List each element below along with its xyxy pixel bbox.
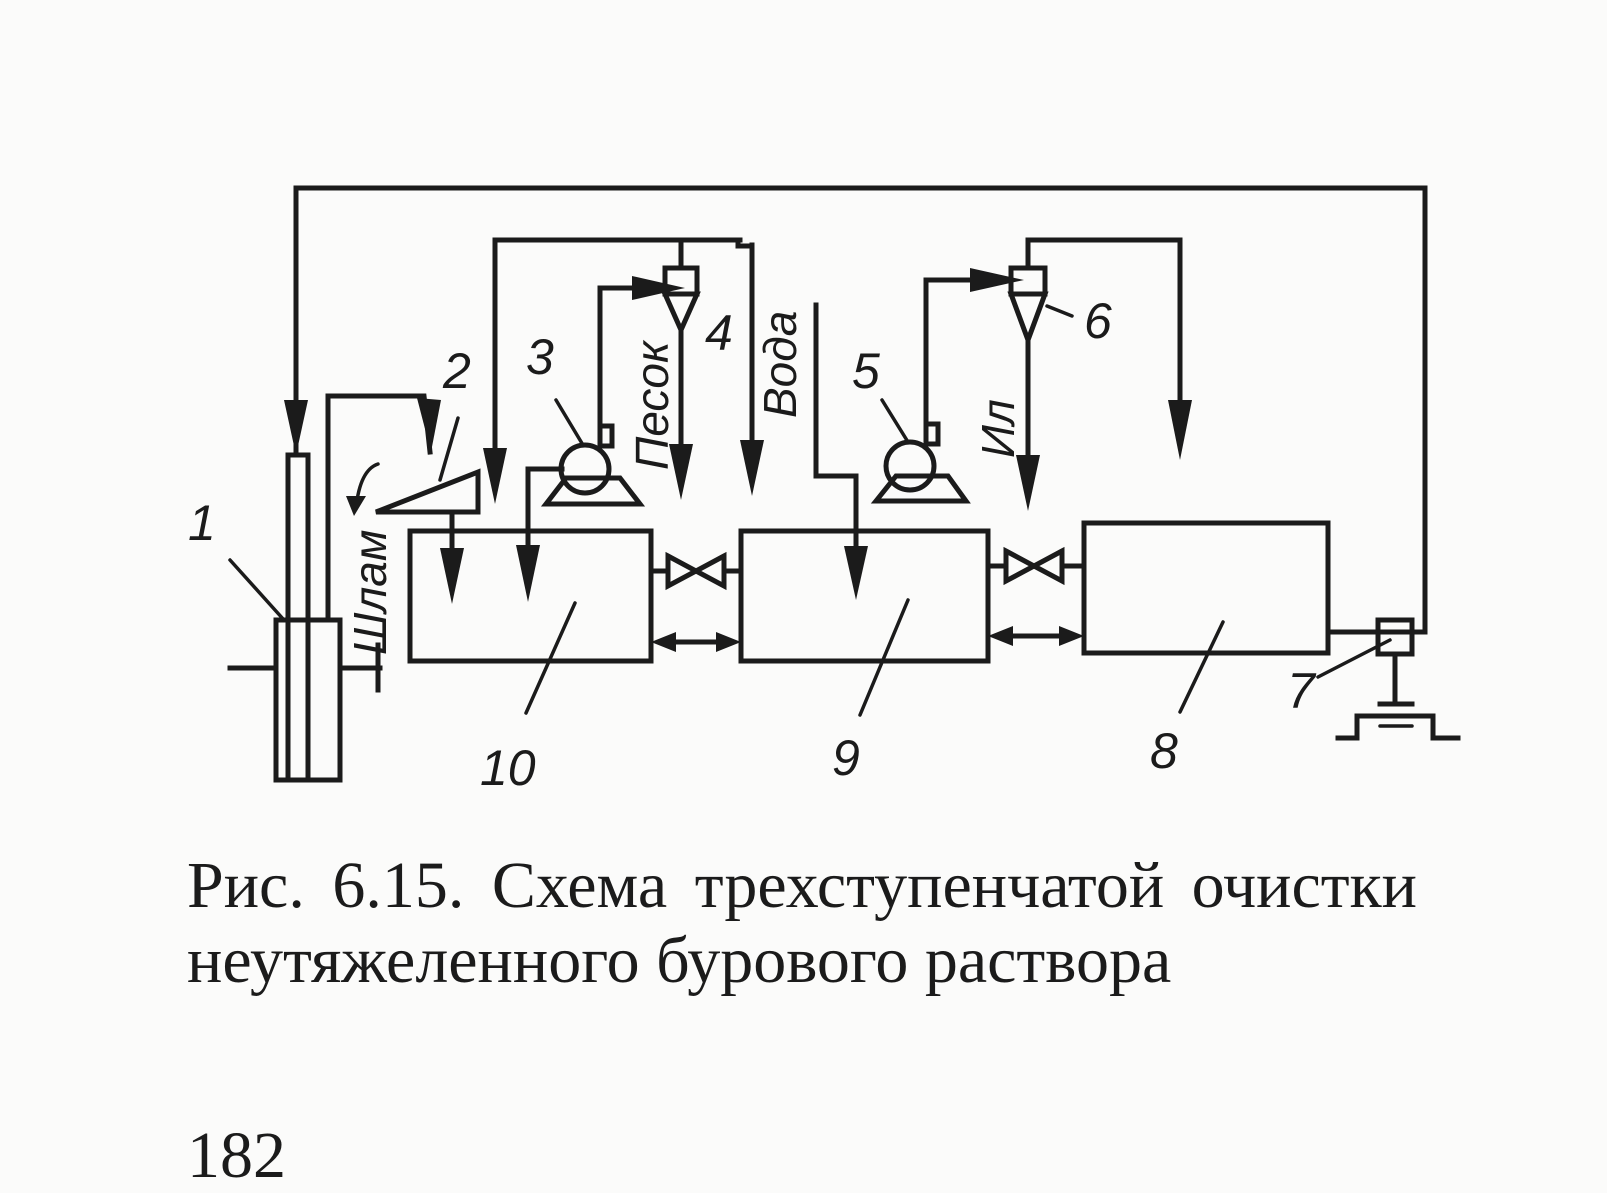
ground-line [227,642,383,693]
label-8: 8 [1150,723,1178,779]
hydrocyclone-6 [1007,237,1192,511]
tank-9 [738,528,991,664]
leader-line-5 [880,398,910,444]
valve-10-9 [648,551,744,591]
overflow-arrow-9-8 [988,626,1084,646]
leader-line-7 [1316,638,1392,679]
pump-7 [1325,617,1461,741]
leader-line-1 [228,558,286,622]
label-4: 4 [705,305,733,361]
label-2: 2 [442,343,471,399]
leader-line-8 [1178,620,1225,714]
label-sand: Песок [626,339,678,470]
label-6: 6 [1084,293,1112,349]
wellhead [273,397,343,783]
label-9: 9 [832,730,860,786]
hydrocyclone-4-overflow-line [483,237,688,504]
figure-caption: Рис. 6.15. Схема трехступенчатой очистки… [187,849,1417,997]
hydrocyclone-4 [661,237,743,500]
label-silt: Ил [972,399,1024,458]
label-slurry: Шлам [344,530,396,655]
wellhead-outlet-line [325,393,441,455]
label-10: 10 [480,740,536,796]
label-3: 3 [526,329,554,385]
label-1: 1 [188,495,216,551]
pump-5 [813,268,1024,600]
overflow-arrow-10-9 [651,632,741,652]
vibrating-screen [346,462,481,604]
label-5: 5 [852,343,880,399]
leader-line-3 [554,398,585,447]
leader-line-9 [858,598,910,717]
valve-9-8 [985,546,1087,586]
cleaning-scheme-diagram: 1 2 3 4 5 6 7 8 9 10 Шлам Песок Вода Ил [188,185,1461,796]
leader-line-6 [1045,304,1074,318]
pump-3 [516,276,685,602]
leader-line-2 [438,416,460,482]
label-7: 7 [1287,663,1317,719]
return-line [284,185,1428,635]
page-number: 182 [187,1119,286,1192]
leader-line-10 [524,601,577,715]
label-water: Вода [754,311,806,418]
tank-8 [1081,520,1331,656]
water-lines [735,237,764,496]
